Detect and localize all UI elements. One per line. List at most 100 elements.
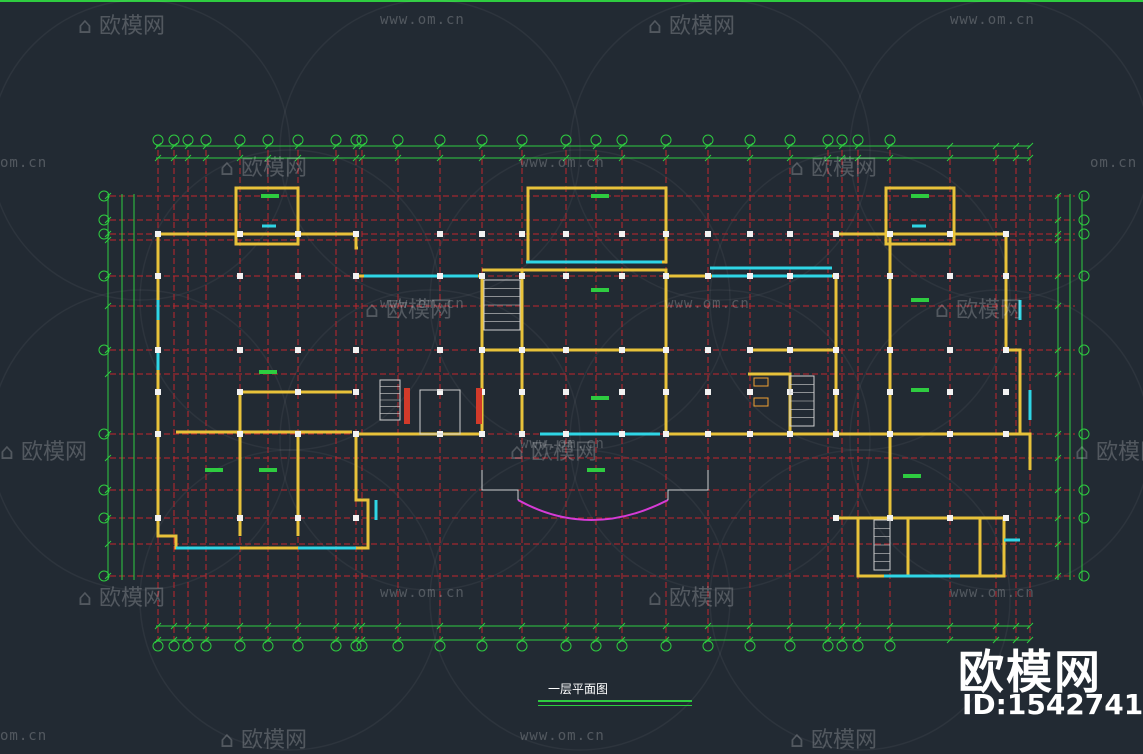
dimension-tick: [704, 154, 712, 162]
column: [1003, 389, 1009, 395]
column: [747, 273, 753, 279]
dimension-tick: [202, 142, 210, 150]
dimension-tick: [854, 142, 862, 150]
axis-bubble: [182, 640, 194, 652]
watermark-tile: ⌂ 欧模网: [365, 298, 452, 323]
axis-bubble: [392, 134, 404, 146]
dimension-tick: [332, 154, 340, 162]
watermark-tile: ⌂ 欧模网: [220, 156, 307, 181]
windows: [156, 224, 1032, 578]
column: [1003, 273, 1009, 279]
column: [887, 389, 893, 395]
dimension-tick: [824, 636, 832, 644]
dimension-tick: [104, 430, 112, 438]
dimension-tick: [824, 622, 832, 630]
axis-bubble: [616, 640, 628, 652]
dimension-tick: [1054, 230, 1062, 238]
wall-segment: [156, 232, 370, 550]
column: [353, 389, 359, 395]
watermark-url: www.om.cn: [950, 585, 1035, 601]
column: [237, 273, 243, 279]
axis-bubble: [434, 640, 446, 652]
watermark-url: om.cn: [0, 728, 48, 744]
axis-bubble: [1078, 214, 1090, 226]
column: [295, 515, 301, 521]
axis-bubble: [852, 134, 864, 146]
room-tag: [587, 468, 605, 472]
watermark-tile: ⌂ 欧模网: [220, 728, 307, 753]
dimension-tick: [352, 636, 360, 644]
dimension-tick: [104, 272, 112, 280]
column: [519, 347, 525, 353]
top-border-line: [0, 0, 1143, 2]
dimension-tick: [992, 154, 1000, 162]
axis-bubble: [234, 640, 246, 652]
dimension-tick: [518, 142, 526, 150]
axis-bubble: [98, 428, 110, 440]
dimension-tick: [618, 142, 626, 150]
dimension-tick: [332, 142, 340, 150]
column: [947, 389, 953, 395]
axis-bubble: [356, 134, 368, 146]
entrance-outline: [481, 470, 709, 500]
axis-bubble: [784, 134, 796, 146]
dimension-tick: [394, 154, 402, 162]
dimension-tick: [1012, 636, 1020, 644]
watermark-arc: [279, 289, 581, 591]
axis-bubble: [590, 134, 602, 146]
column: [295, 231, 301, 237]
restroom-block: [419, 389, 461, 435]
column: [947, 431, 953, 437]
dimension-tick: [104, 236, 112, 244]
dimension-tick: [746, 154, 754, 162]
dimension-tick: [992, 622, 1000, 630]
column: [237, 231, 243, 237]
axis-bubble: [1078, 190, 1090, 202]
watermark-url: www.om.cn: [380, 296, 465, 312]
axis-bubble: [350, 640, 362, 652]
axis-bubble: [392, 640, 404, 652]
room-tag: [591, 194, 609, 198]
column: [619, 231, 625, 237]
dimension-tick: [154, 622, 162, 630]
column: [619, 389, 625, 395]
dimension-tick: [104, 230, 112, 238]
column: [887, 347, 893, 353]
axis-bubble: [98, 228, 110, 240]
dimension-tick: [170, 154, 178, 162]
dimension-tick: [662, 142, 670, 150]
dimension-tick: [436, 622, 444, 630]
room-tag: [259, 468, 277, 472]
wall-segment: [356, 268, 668, 436]
column: [947, 273, 953, 279]
dimension-tick: [1026, 622, 1034, 630]
column: [237, 347, 243, 353]
room-labels: [205, 194, 929, 478]
axis-bubble: [560, 134, 572, 146]
column: [563, 231, 569, 237]
dimension-tick: [478, 622, 486, 630]
room-tag: [911, 298, 929, 302]
dimension-tick: [618, 622, 626, 630]
dimension-tick: [436, 142, 444, 150]
dimension-tick: [886, 622, 894, 630]
watermark-tile: ⌂ 欧模网: [78, 586, 165, 611]
dimension-tick: [358, 622, 366, 630]
watermark-url: www.om.cn: [520, 436, 605, 452]
column: [1003, 231, 1009, 237]
axis-bubble: [616, 134, 628, 146]
dimension-tick: [786, 154, 794, 162]
watermark-arc: [849, 0, 1143, 301]
column: [353, 431, 359, 437]
column: [563, 347, 569, 353]
watermark-arc: [279, 0, 581, 301]
column: [479, 273, 485, 279]
wall-segment: [884, 186, 956, 246]
axis-bubble: [1078, 228, 1090, 240]
axis-bubble: [98, 270, 110, 282]
dimension-tick: [104, 302, 112, 310]
dimension-tick: [104, 216, 112, 224]
column: [787, 431, 793, 437]
column: [747, 431, 753, 437]
dimension-tick: [236, 154, 244, 162]
